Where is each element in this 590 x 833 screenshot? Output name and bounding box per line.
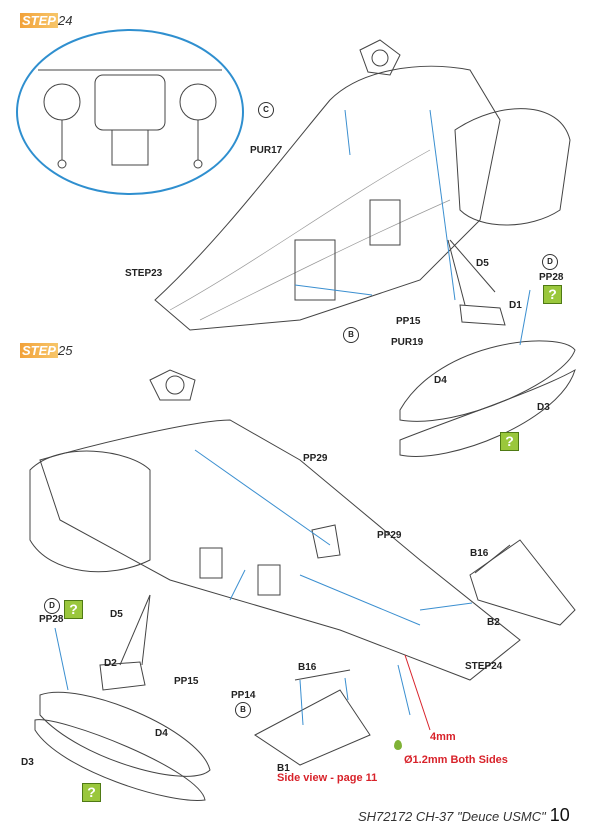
- label-d4-bottom: D4: [155, 728, 168, 739]
- label-b1: B1: [277, 763, 290, 774]
- paint-badge-c: C: [258, 102, 274, 118]
- question-box-left: ?: [64, 600, 83, 619]
- label-pp29-b: PP29: [377, 530, 402, 541]
- label-d5-top: D5: [476, 258, 489, 269]
- dimension-4mm: 4mm: [430, 731, 456, 743]
- label-pp29-a: PP29: [303, 453, 328, 464]
- step-24-number: 24: [57, 13, 73, 28]
- label-b2: B2: [487, 617, 500, 628]
- step-25-number: 25: [57, 343, 73, 358]
- label-d5-bottom: D5: [110, 609, 123, 620]
- label-step24-ref: STEP24: [465, 661, 503, 672]
- front-view-inset: [16, 29, 244, 195]
- label-pp28-bottom: PP28: [39, 614, 64, 625]
- footer-title: SH72172 CH-37 "Deuce USMC": [358, 809, 546, 824]
- paint-badge-b-bottom: B: [235, 702, 251, 718]
- label-d1: D1: [509, 300, 522, 311]
- label-b16-right: B16: [470, 548, 489, 559]
- label-pur17: PUR17: [250, 145, 283, 156]
- step25-wing-b2: [469, 539, 576, 626]
- question-box-top: ?: [543, 285, 562, 304]
- label-d4-top: D4: [434, 375, 447, 386]
- label-d3-top: D3: [537, 402, 550, 413]
- step24-fuselage: [154, 39, 571, 331]
- drill-note: Ø1.2mm Both Sides: [404, 754, 508, 766]
- question-box-mid: ?: [500, 432, 519, 451]
- label-pp28-top: PP28: [539, 272, 564, 283]
- step24-pod: [399, 239, 576, 457]
- page-number: 10: [549, 805, 570, 825]
- drill-icon: [394, 740, 402, 750]
- label-d3-bottom: D3: [21, 757, 34, 768]
- paint-badge-d-top: D: [542, 254, 558, 270]
- paint-badge-b-top: B: [343, 327, 359, 343]
- label-b16-bottom: B16: [298, 662, 317, 673]
- label-pp15-top: PP15: [396, 316, 421, 327]
- step25-fuselage: [29, 369, 521, 681]
- page-footer: SH72172 CH-37 "Deuce USMC"10: [358, 805, 570, 826]
- front-view-helicopter: [38, 69, 222, 169]
- label-step23: STEP23: [125, 268, 163, 279]
- label-pur19: PUR19: [391, 337, 424, 348]
- question-box-bottom: ?: [82, 783, 101, 802]
- paint-badge-d-bottom: D: [44, 598, 60, 614]
- label-pp14: PP14: [231, 690, 256, 701]
- side-view-note: Side view - page 11: [277, 772, 378, 784]
- step25-pod: [34, 594, 211, 801]
- label-d2: D2: [104, 658, 117, 669]
- step25-wing-b1: [254, 654, 431, 766]
- step-24-prefix: STEP: [20, 13, 58, 28]
- step-25-prefix: STEP: [20, 343, 58, 358]
- label-pp15-bottom: PP15: [174, 676, 199, 687]
